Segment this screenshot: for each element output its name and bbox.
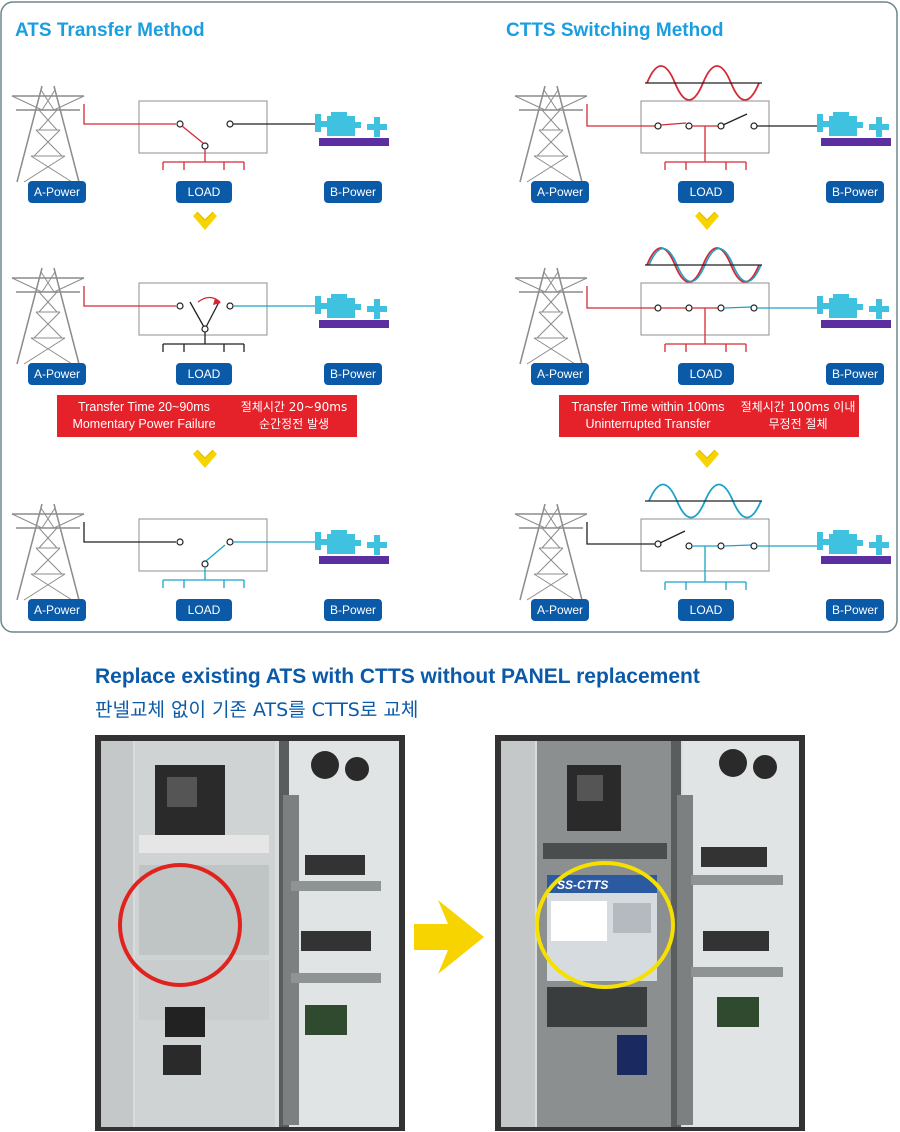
load-label: LOAD — [176, 181, 232, 203]
old-ats-marker — [118, 863, 242, 987]
ats-note-ko-line1: 절체시간 20~90ms — [240, 400, 348, 414]
ctts-diagram-2 — [514, 247, 891, 365]
ctts-note-ko-line1: 절체시간 100ms 이내 — [740, 400, 856, 414]
ats-note-en-line2: Momentary Power Failure — [72, 417, 216, 431]
ats-diagram-3 — [11, 503, 389, 601]
ctts-diagram-3 — [514, 483, 891, 601]
right-arrow-icon — [414, 900, 484, 974]
b-power-label: B-Power — [826, 363, 884, 385]
load-label: LOAD — [176, 363, 232, 385]
diagram-panel: ATS Transfer Method CTTS Switching Metho… — [0, 1, 898, 633]
ctts-unit-label: SS-CTTS — [557, 878, 608, 892]
a-power-label: A-Power — [28, 363, 86, 385]
load-label: LOAD — [678, 181, 734, 203]
new-ctts-marker — [535, 861, 675, 989]
ats-diagram-2 — [11, 267, 389, 365]
b-power-label: B-Power — [324, 363, 382, 385]
ats-diagram-1 — [11, 85, 389, 183]
b-power-label: B-Power — [324, 599, 382, 621]
load-label: LOAD — [176, 599, 232, 621]
panel-frame — [0, 1, 898, 633]
load-label: LOAD — [678, 363, 734, 385]
ats-transfer-note: Transfer Time 20~90ms Momentary Power Fa… — [57, 395, 357, 437]
ats-note-en-line1: Transfer Time 20~90ms — [78, 400, 210, 414]
ats-note-ko-line2: 순간정전 발생 — [258, 417, 330, 431]
ctts-note-en-line1: Transfer Time within 100ms — [571, 400, 725, 414]
a-power-label: A-Power — [28, 599, 86, 621]
ctts-note-en-line2: Uninterrupted Transfer — [585, 417, 711, 431]
ctts-transfer-note: Transfer Time within 100ms Uninterrupted… — [559, 395, 859, 437]
b-power-label: B-Power — [826, 181, 884, 203]
photo-after-ctts: SS-CTTS — [495, 735, 805, 1131]
b-power-label: B-Power — [826, 599, 884, 621]
caption-korean: 판넬교체 없이 기존 ATS를 CTTS로 교체 — [95, 699, 419, 721]
caption-english: Replace existing ATS with CTTS without P… — [95, 665, 700, 688]
a-power-label: A-Power — [28, 181, 86, 203]
ctts-note-ko-line2: 무정전 절체 — [768, 417, 828, 431]
a-power-label: A-Power — [531, 599, 589, 621]
a-power-label: A-Power — [531, 181, 589, 203]
diagram-svg — [0, 1, 898, 633]
ctts-section-title: CTTS Switching Method — [506, 20, 724, 41]
ctts-diagram-1 — [514, 65, 891, 183]
photo-before-existing-ats — [95, 735, 405, 1131]
load-label: LOAD — [678, 599, 734, 621]
a-power-label: A-Power — [531, 363, 589, 385]
ats-section-title: ATS Transfer Method — [15, 20, 205, 41]
b-power-label: B-Power — [324, 181, 382, 203]
